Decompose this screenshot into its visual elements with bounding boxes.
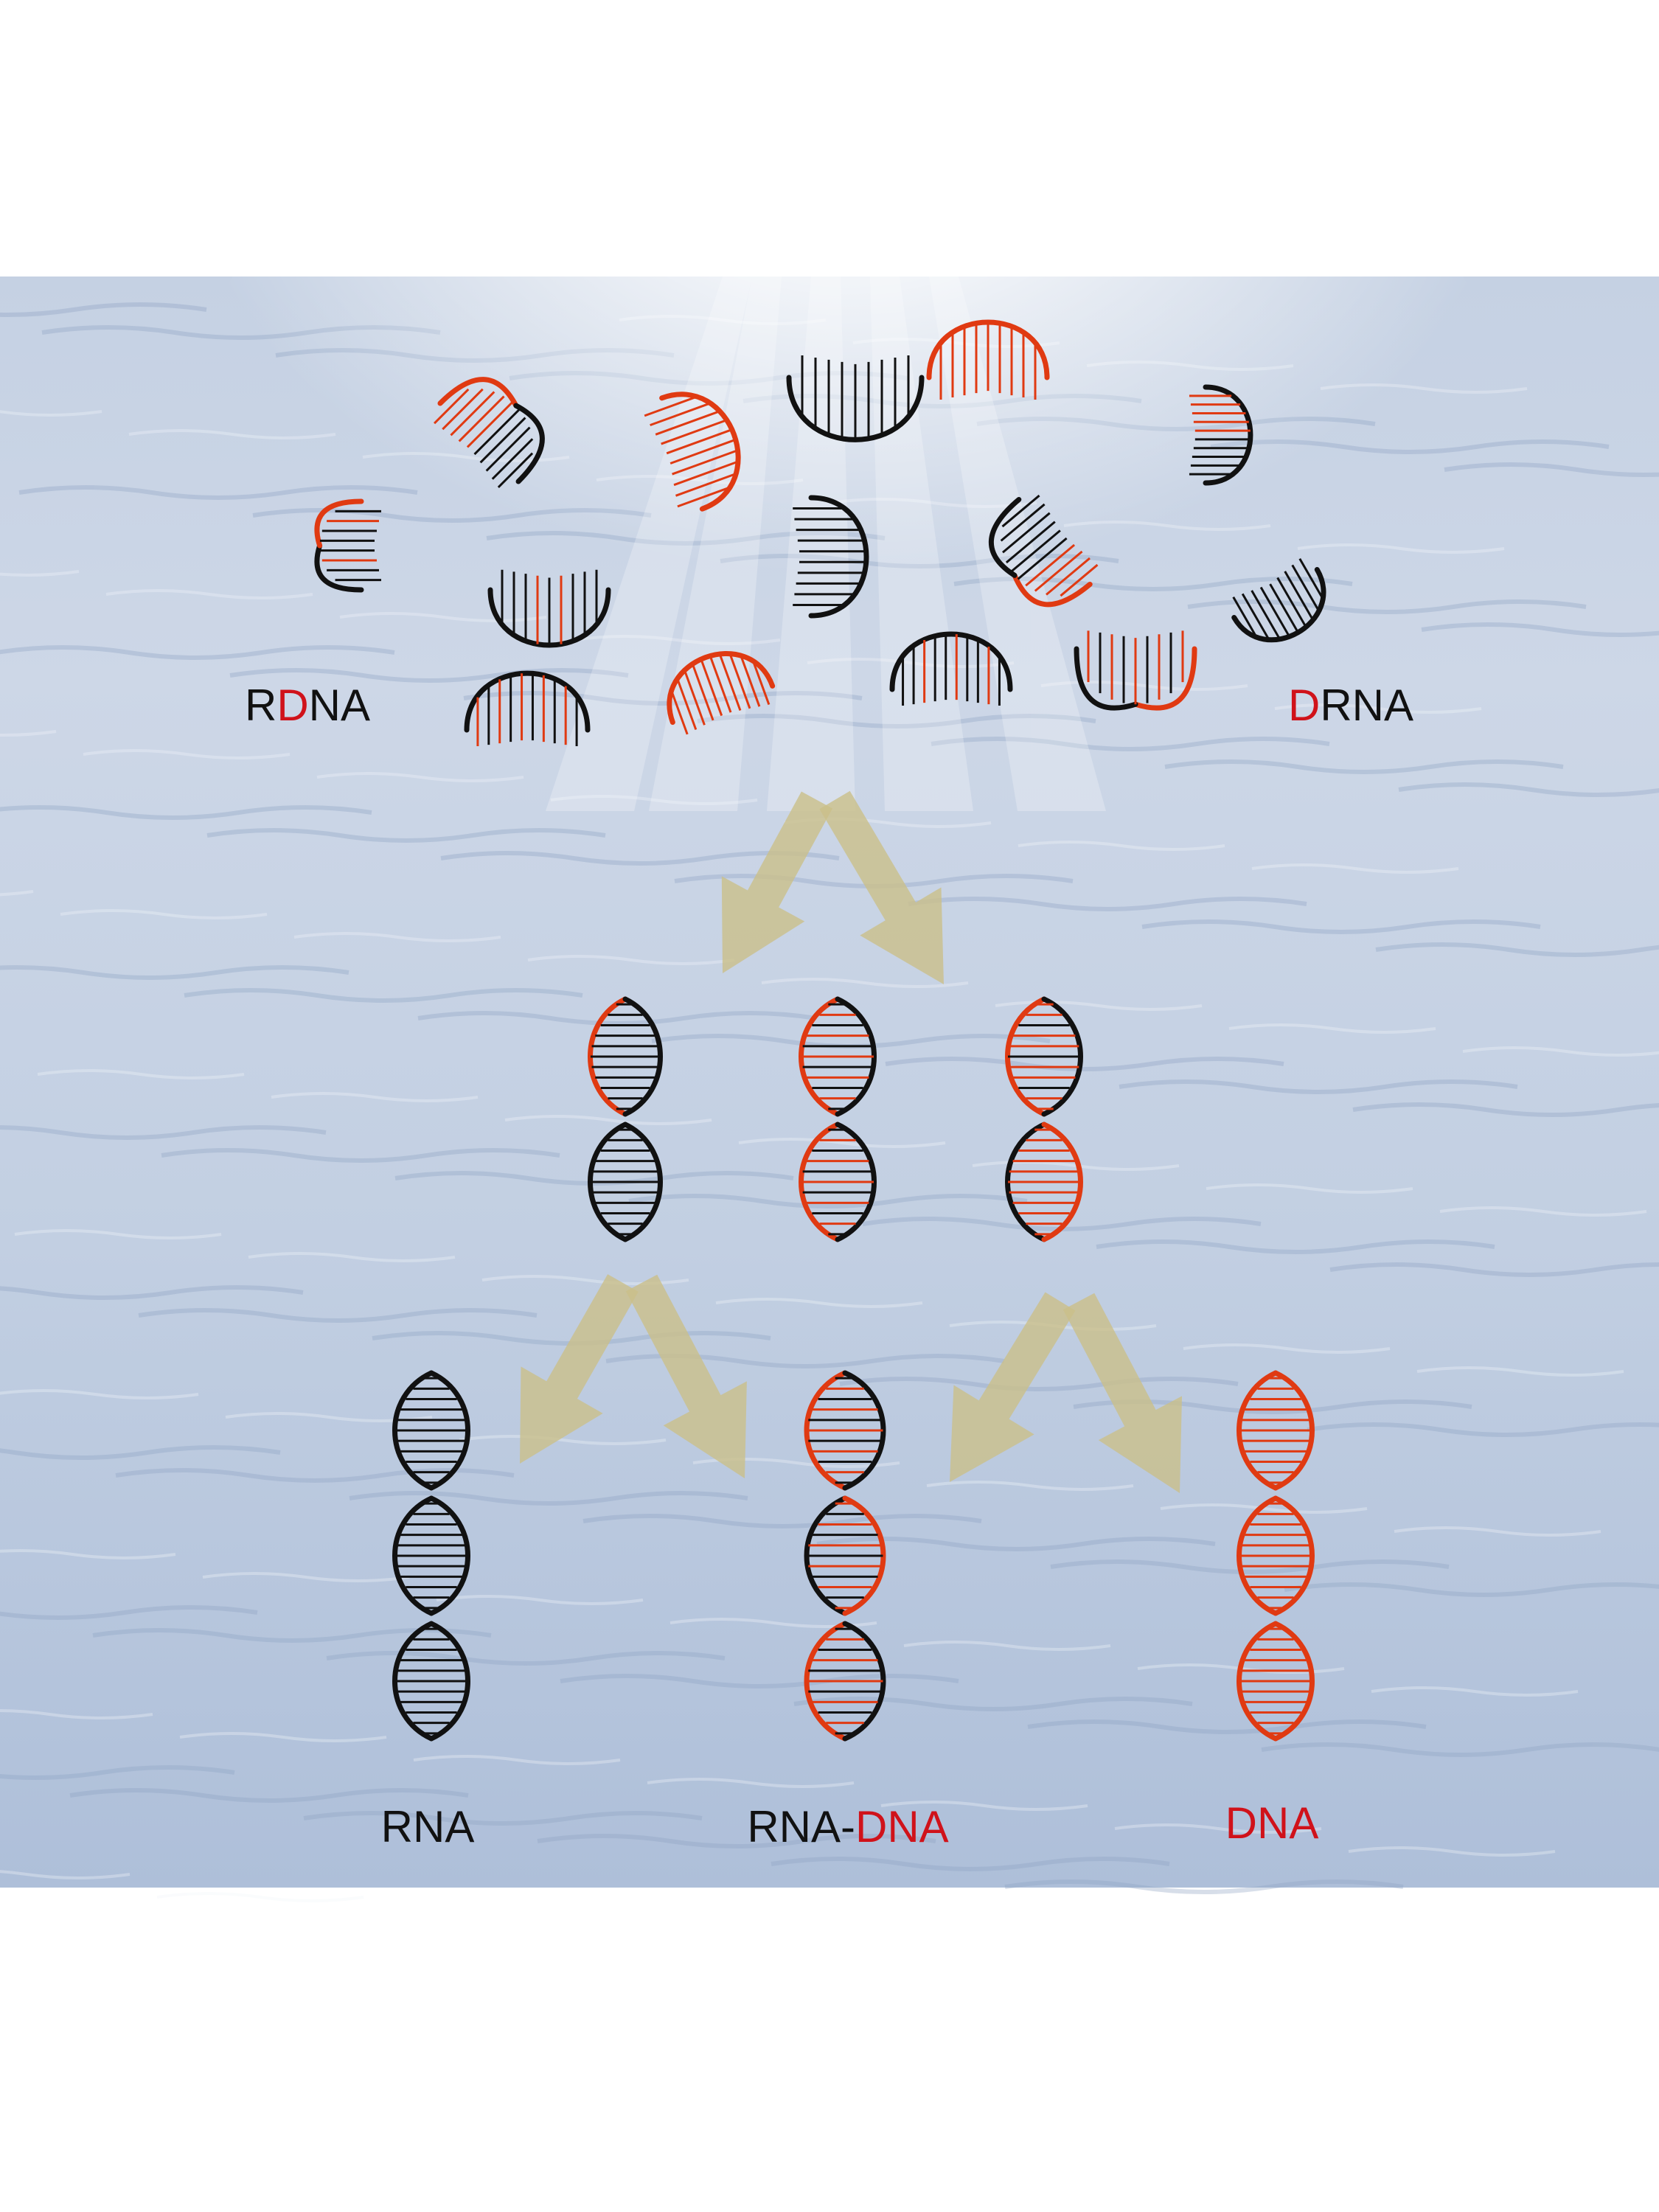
label-segment: DNA — [1225, 1798, 1319, 1848]
label-rna: RNA — [381, 1805, 475, 1849]
label-segment: DNA — [855, 1802, 949, 1851]
label-dna: DNA — [1225, 1801, 1319, 1846]
label-segment: RNA- — [747, 1802, 855, 1851]
label-rdna: RDNA — [245, 684, 370, 728]
label-segment: D — [276, 681, 308, 730]
label-segment: D — [1288, 681, 1320, 730]
label-rna-dna: RNA-DNA — [747, 1805, 948, 1849]
label-segment: RNA — [1320, 681, 1413, 730]
label-segment: NA — [309, 681, 370, 730]
label-segment: RNA — [381, 1802, 475, 1851]
label-drna: DRNA — [1288, 684, 1413, 728]
water-background — [0, 0, 1659, 1901]
label-segment: R — [245, 681, 276, 730]
